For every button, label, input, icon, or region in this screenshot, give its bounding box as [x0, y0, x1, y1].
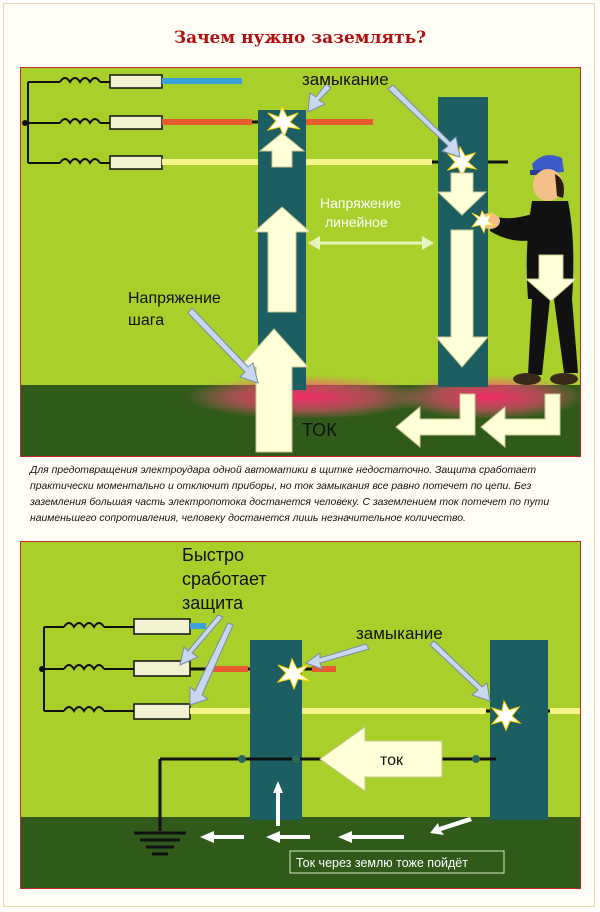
label-short-circuit: замыкание — [356, 624, 443, 643]
label-current: ток — [380, 752, 404, 769]
step-voltage-glow — [185, 375, 425, 419]
fuses — [133, 618, 191, 720]
label-step-voltage-1: Напряжение — [128, 290, 221, 307]
ground-current-box — [289, 850, 505, 874]
label-line-voltage-2: линейное — [325, 214, 388, 230]
label-short-circuit: замыкание — [302, 70, 389, 89]
current-arrow — [319, 726, 443, 792]
line-voltage-arrow — [308, 236, 434, 250]
label-current: ТОК — [302, 420, 337, 440]
spark-left — [276, 657, 311, 691]
ground-current-arrows — [200, 781, 472, 843]
neutral-node — [22, 120, 28, 126]
label-protection-3: защита — [182, 593, 244, 613]
transformer-windings — [27, 77, 110, 165]
label-protection-2: сработает — [182, 569, 267, 589]
spark-right — [490, 699, 522, 732]
pointer-arrows — [179, 614, 491, 706]
insulators — [238, 755, 480, 763]
label-ground-current: Ток через землю тоже пойдёт — [296, 856, 468, 870]
page-title: Зачем нужно заземлять? — [173, 28, 427, 48]
label-protection-1: Быстро — [182, 545, 244, 565]
arrows-down-right-pole — [434, 172, 490, 368]
ground-symbol — [134, 831, 186, 856]
diagram-without-grounding: замыкание Напряжение линейное Напряжение… — [20, 67, 581, 457]
person-icon — [471, 155, 578, 385]
caption-text: Для предотвращения электроудара одной ав… — [30, 465, 550, 524]
label-step-voltage-2: шага — [128, 312, 164, 329]
neutral-node — [39, 666, 45, 672]
arrows-up-left-pole — [238, 132, 312, 453]
ground-arrows — [395, 393, 561, 449]
label-line-voltage-1: Напряжение — [320, 195, 401, 211]
pointer-arrows — [187, 83, 461, 384]
diagram-with-grounding: Быстро сработает защита замыкание ток То… — [20, 541, 581, 889]
pole-right — [490, 640, 548, 820]
